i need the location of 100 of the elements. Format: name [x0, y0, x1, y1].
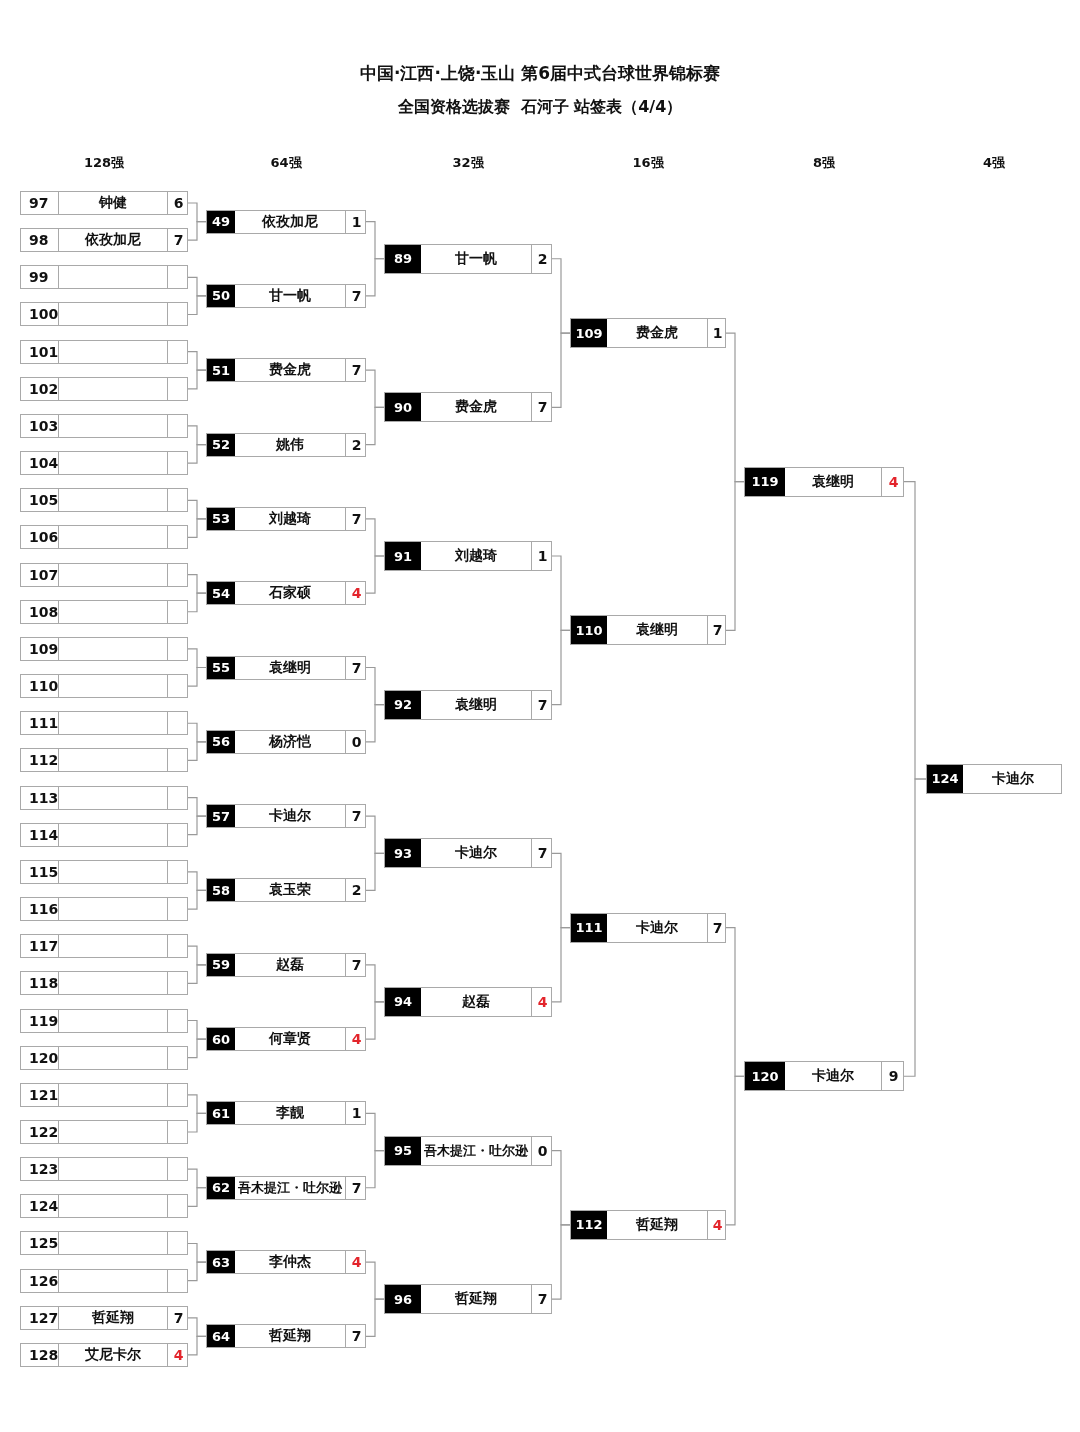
match-number: 120: [745, 1062, 785, 1091]
player-name: 钟健: [97, 193, 128, 212]
bracket-slot: [20, 191, 188, 215]
seed-number: 100: [21, 303, 59, 326]
match-number: 49: [207, 210, 235, 233]
bracket-line: [187, 518, 207, 539]
player-name: 费金虎: [454, 397, 498, 417]
bracket-slot: [20, 265, 188, 290]
seed-number: 102: [21, 377, 59, 400]
bracket-slot: [206, 209, 366, 234]
seed-number: 124: [21, 1195, 59, 1218]
bracket-line: [187, 741, 207, 761]
bracket-line: [551, 1224, 571, 1300]
bracket-line: [551, 332, 571, 408]
score: 7: [345, 805, 367, 828]
bracket-slot: [20, 934, 188, 959]
score: 4: [707, 1210, 727, 1239]
score: 2: [345, 879, 367, 902]
bracket-line: [365, 555, 385, 594]
seed-number: 105: [21, 489, 59, 512]
score: 7: [345, 1325, 367, 1348]
match-number: 89: [385, 244, 421, 273]
player-name: 甘一帆: [268, 285, 312, 305]
seed-number: 104: [21, 452, 59, 475]
bracket-slot: [570, 318, 726, 349]
match-number: 59: [207, 953, 235, 976]
bracket-slot: [20, 674, 188, 699]
player-name: 袁继明: [811, 471, 855, 491]
score: 4: [345, 582, 367, 605]
match-number: 63: [207, 1251, 235, 1274]
bracket-line: [187, 964, 207, 984]
bracket-slot: [206, 1175, 366, 1200]
player-name: 费金虎: [268, 360, 312, 380]
score: 1: [345, 1102, 367, 1125]
bracket-line: [365, 704, 385, 743]
round-heading: 32强: [452, 155, 484, 171]
bracket-slot: [20, 748, 188, 773]
bracket-line: [365, 406, 385, 446]
bracket-slot: [20, 822, 188, 847]
seed-number: 117: [21, 935, 59, 958]
score: 7: [531, 393, 553, 422]
score: 7: [531, 1285, 553, 1314]
player-name: 哲延翔: [268, 1326, 312, 1346]
match-number: 119: [745, 467, 785, 496]
seed-number: 111: [21, 712, 59, 735]
match-number: 52: [207, 433, 235, 456]
seed-number: 126: [21, 1269, 59, 1292]
match-number: 109: [571, 319, 607, 348]
match-number: 111: [571, 913, 607, 942]
seed-number: 110: [21, 675, 59, 698]
bracket-slot: [570, 615, 726, 646]
match-number: 61: [207, 1102, 235, 1125]
bracket-slot: [20, 376, 188, 401]
bracket-slot: [570, 912, 726, 943]
player-name: 袁玉荣: [268, 880, 312, 900]
player-name: 刘越琦: [268, 508, 312, 528]
bracket-slot: [20, 339, 188, 364]
match-number: 57: [207, 805, 235, 828]
score: 2: [345, 433, 367, 456]
score: 7: [345, 953, 367, 976]
bracket-line: [187, 221, 207, 241]
seed-number: 106: [21, 526, 59, 549]
score: 7: [167, 1306, 189, 1329]
bracket-line: [187, 1112, 207, 1133]
match-number: 92: [385, 690, 421, 719]
bracket-slot: [206, 1250, 366, 1275]
bracket-slot: [20, 711, 188, 736]
round-heading: 16强: [632, 155, 664, 171]
seed-number: 99: [21, 266, 59, 289]
bracket-slot: [206, 1101, 366, 1126]
match-number: 124: [927, 764, 963, 793]
bracket-slot: [206, 432, 366, 457]
player-name: 甘一帆: [454, 248, 498, 268]
bracket-slot: [20, 302, 188, 327]
player-name: 赵磊: [461, 991, 491, 1011]
bracket-slot: [20, 785, 188, 810]
bracket-slot: [20, 1305, 188, 1330]
player-name: 吾木提江・吐尔逊: [237, 1178, 343, 1197]
bracket-slot: [20, 1194, 188, 1219]
score: 4: [345, 1028, 367, 1051]
player-name: 依孜加尼: [261, 211, 319, 231]
player-name: 何章贤: [268, 1029, 312, 1049]
player-name: 费金虎: [635, 323, 679, 343]
seed-number: 121: [21, 1083, 59, 1106]
bracket-slot: [20, 1082, 188, 1107]
round-heading: 128强: [84, 155, 125, 171]
match-number: 50: [207, 284, 235, 307]
bracket-slot: [384, 243, 552, 274]
bracket-slot: [20, 859, 188, 884]
seed-number: 114: [21, 823, 59, 846]
subtitle: 全国资格选拔赛 石河子 站签表（4/4）: [397, 96, 683, 116]
bracket-line: [365, 1001, 385, 1040]
seed-number: 97: [21, 192, 59, 214]
score: 7: [531, 839, 553, 868]
match-number: 112: [571, 1210, 607, 1239]
player-name: 卡迪尔: [991, 768, 1035, 788]
seed-number: 112: [21, 749, 59, 772]
bracket-slot: [20, 1157, 188, 1182]
score: 0: [531, 1136, 553, 1165]
score: 7: [345, 656, 367, 679]
